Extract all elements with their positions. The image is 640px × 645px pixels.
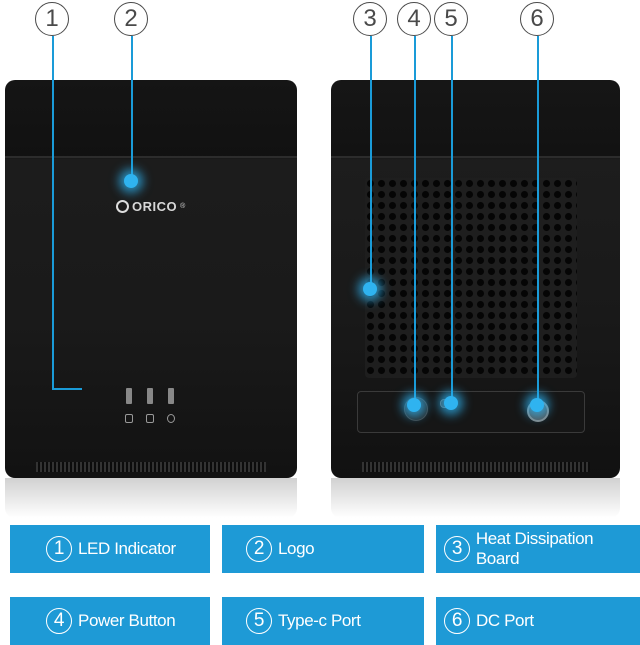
leader-4 xyxy=(414,36,416,404)
label-text: DC Port xyxy=(476,611,534,630)
led-3 xyxy=(168,388,174,404)
label-logo: 2 Logo xyxy=(222,525,424,573)
label-led-indicator: 1 LED Indicator xyxy=(10,525,210,573)
glow-dot-3 xyxy=(363,282,377,296)
glow-dot-2 xyxy=(124,174,138,188)
label-text: Logo xyxy=(278,539,315,558)
power-indicator-icon xyxy=(167,414,175,423)
bottom-grille-right xyxy=(362,462,590,472)
leader-2 xyxy=(131,36,133,180)
label-dc-port: 6 DC Port xyxy=(436,597,640,645)
label-number: 4 xyxy=(46,608,72,634)
callout-2: 2 xyxy=(114,2,148,36)
label-text: Type-c Port xyxy=(278,611,361,630)
callout-5: 5 xyxy=(434,2,468,36)
reflection-right xyxy=(331,478,620,518)
leader-6 xyxy=(537,36,539,404)
led-indicators xyxy=(122,388,182,428)
label-type-c-port: 5 Type-c Port xyxy=(222,597,424,645)
rear-port-panel xyxy=(357,391,585,433)
logo-text: ORICO xyxy=(132,199,178,214)
leader-1-h xyxy=(52,388,82,390)
leader-1 xyxy=(52,36,54,388)
glow-dot-6 xyxy=(530,398,544,412)
hdd-enclosure-front xyxy=(5,80,297,478)
label-number: 1 xyxy=(46,536,72,562)
callout-4: 4 xyxy=(397,2,431,36)
glow-dot-4 xyxy=(407,398,421,412)
leader-5 xyxy=(451,36,453,402)
label-text: Power Button xyxy=(78,611,176,630)
callout-1: 1 xyxy=(35,2,69,36)
label-heat-dissipation: 3 Heat Dissipation Board xyxy=(436,525,640,573)
logo-mark-icon xyxy=(116,200,129,213)
product-illustration: ORICO ® 1 2 3 4 5 6 xyxy=(5,2,620,518)
orico-logo: ORICO ® xyxy=(116,199,185,214)
label-text: LED Indicator xyxy=(78,539,176,558)
led-1 xyxy=(126,388,132,404)
label-number: 3 xyxy=(444,536,470,562)
glow-dot-5 xyxy=(444,396,458,410)
disk-icon xyxy=(125,414,133,423)
logo-registered: ® xyxy=(180,203,186,210)
led-2 xyxy=(147,388,153,404)
label-number: 2 xyxy=(246,536,272,562)
label-number: 6 xyxy=(444,608,470,634)
callout-3: 3 xyxy=(353,2,387,36)
label-text: Heat Dissipation Board xyxy=(475,529,594,568)
disk-icon xyxy=(146,414,154,423)
reflection-left xyxy=(5,478,297,518)
label-number: 5 xyxy=(246,608,272,634)
bottom-grille-left xyxy=(36,462,266,472)
heat-dissipation-vent xyxy=(365,178,577,378)
callout-6: 6 xyxy=(520,2,554,36)
label-power-button: 4 Power Button xyxy=(10,597,210,645)
leader-3 xyxy=(370,36,372,288)
